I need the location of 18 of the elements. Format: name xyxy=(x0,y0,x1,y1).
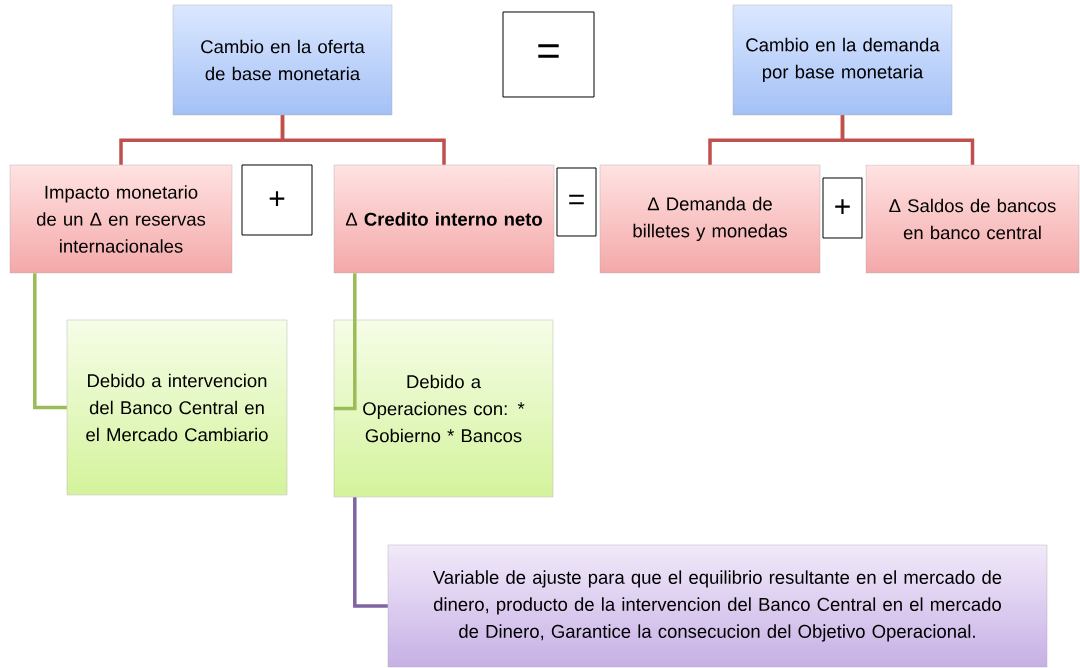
connector-line xyxy=(353,497,388,608)
concept-box: Δ Saldos de bancos en banco central xyxy=(865,164,1080,274)
connector-line xyxy=(280,115,446,165)
explanation-box: Debido a Operaciones con: * Gobierno * Bancos xyxy=(333,319,554,498)
operator-box: = xyxy=(502,11,595,98)
connector-line xyxy=(333,273,357,411)
explanation-box: Debido a intervencion del Banco Central en el Mercado Cambiario xyxy=(66,319,288,496)
note-box: Variable de ajuste para que el equilibrio resultante en el mercado de dinero, producto de la intervencion del Banco Central en el mercado de Dinero, Garantice la consecucion del Objetivo Operacional. xyxy=(387,544,1048,668)
concept-box: Δ Demanda de billetes y monedas xyxy=(599,164,821,274)
operator-box: + xyxy=(822,177,863,239)
connector-line xyxy=(840,115,975,165)
connector-line xyxy=(33,273,67,410)
concept-box: Cambio en la demanda por base monetaria xyxy=(732,4,953,116)
concept-box: Cambio en la oferta de base monetaria xyxy=(172,4,393,116)
concept-box: Impacto monetario de un Δ en reservas internacionales xyxy=(9,164,233,274)
concept-box: Δ Credito interno neto xyxy=(333,164,555,274)
operator-box: + xyxy=(241,164,313,236)
operator-box: = xyxy=(556,167,597,237)
